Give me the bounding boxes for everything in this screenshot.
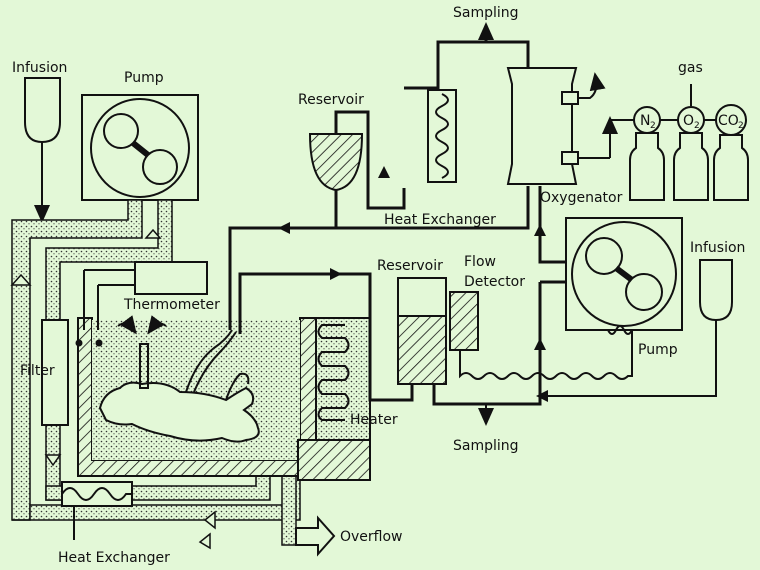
infusion-bottle-left: [24, 77, 61, 223]
infusion-bottle-right: [540, 259, 733, 397]
filter: [41, 319, 69, 426]
flow-arrow-infusion-right: [536, 390, 548, 402]
flow-detector: [449, 291, 479, 351]
sampling-top-label: Sampling: [453, 5, 519, 21]
gas-label: gas: [678, 60, 703, 76]
connector-dot-2: [95, 339, 103, 347]
pump-left-label: Pump: [124, 70, 164, 86]
pump-right-label: Pump: [638, 342, 678, 358]
n2-label: N: [640, 113, 650, 129]
flow-arrow-pump-out: [144, 228, 162, 239]
o2-subscript: 2: [694, 121, 700, 131]
pump-right-coil: [607, 325, 633, 346]
heater-label: Heater: [350, 412, 398, 428]
thermometer-label: Thermometer: [123, 297, 220, 313]
infusion-right-label: Infusion: [690, 240, 745, 256]
coil-tubing: [459, 346, 633, 380]
flow-arrow-top-2: [378, 166, 390, 178]
heater-coil: [317, 324, 350, 421]
gas-supply: [610, 84, 749, 201]
flow-arrow-top-1: [278, 222, 290, 234]
flow-arrow-right-up-2: [534, 338, 546, 350]
thermometer: [83, 261, 208, 330]
o2-label: O: [683, 113, 694, 129]
overflow-arrow: [295, 515, 336, 557]
heat-exchanger-bottom-label: Heat Exchanger: [58, 550, 170, 566]
flow-arrow-left-up: [10, 273, 32, 286]
bubble-arrow-left: [117, 315, 137, 335]
co2-subscript: 2: [738, 121, 744, 131]
n2-subscript: 2: [650, 121, 656, 131]
pump-left: [81, 94, 199, 201]
reservoir-top: [308, 133, 364, 192]
reservoir-top-label: Reservoir: [298, 92, 364, 108]
flow-detector-label-line2: Detector: [464, 274, 525, 290]
flow-arrow-right-up-1: [534, 224, 546, 236]
flow-arrow-bottom: [203, 510, 216, 530]
flow-arrow-mid: [330, 268, 342, 280]
reservoir-mid: [397, 277, 447, 385]
infusion-left-label: Infusion: [12, 60, 67, 76]
heat-exchanger-top-label: Heat Exchanger: [384, 212, 496, 228]
flow-arrow-left-down: [44, 454, 62, 467]
oxygenator: [506, 67, 618, 185]
oxygenator-label: Oxygenator: [540, 190, 623, 206]
heat-exchanger-top: [427, 89, 457, 183]
flow-arrow-bottom-2: [198, 532, 211, 550]
flow-detector-label-line1: Flow: [464, 254, 496, 270]
filter-label: Filter: [20, 363, 55, 379]
perfusion-chamber: [77, 317, 371, 481]
co2-label: CO: [718, 113, 739, 129]
bubble-arrow-right: [147, 315, 167, 335]
heat-exchanger-bottom: [61, 481, 133, 507]
connector-dot-1: [75, 339, 83, 347]
overflow-label: Overflow: [340, 529, 403, 545]
animal-subject: [98, 329, 260, 443]
sampling-bottom-label: Sampling: [453, 438, 519, 454]
reservoir-mid-label: Reservoir: [377, 258, 443, 274]
pump-right: [565, 217, 683, 331]
